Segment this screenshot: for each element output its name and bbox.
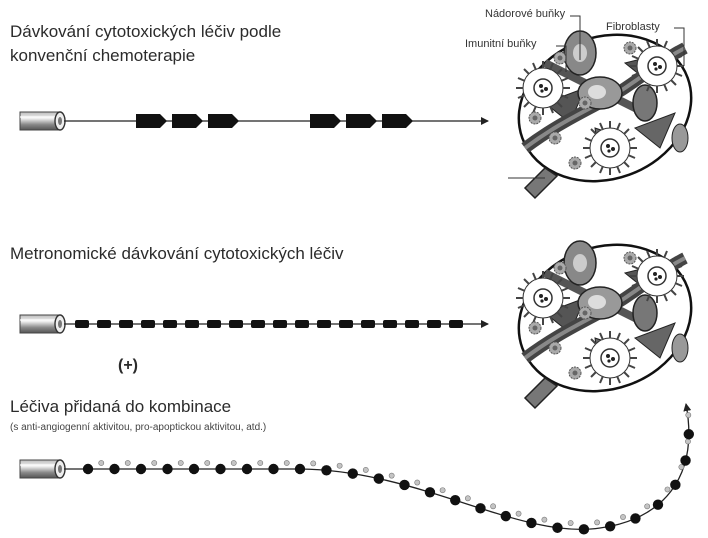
dose-bead xyxy=(579,524,589,534)
additive-drug-dot xyxy=(620,514,625,519)
dose-bead xyxy=(215,464,225,474)
dose-bead xyxy=(684,429,694,439)
additive-drug-dot xyxy=(645,504,650,509)
dose-bead xyxy=(680,455,690,465)
dose-bead xyxy=(242,464,252,474)
additive-drug-dot xyxy=(542,517,547,522)
additive-drug-dot xyxy=(152,460,157,465)
additive-drug-dot xyxy=(679,464,684,469)
tumor-microenvironment-top xyxy=(498,11,708,205)
additive-drug-dot xyxy=(685,439,690,444)
dose-bead xyxy=(268,464,278,474)
dose-bead xyxy=(136,464,146,474)
additive-drug-dot xyxy=(568,520,573,525)
additive-drug-dot xyxy=(363,467,368,472)
dose-bead xyxy=(552,523,562,533)
additive-drug-dot xyxy=(440,488,445,493)
additive-drug-dot xyxy=(516,511,521,516)
dose-bead xyxy=(83,464,93,474)
tumor-microenvironment-bottom xyxy=(498,221,708,415)
additive-drug-dot xyxy=(178,460,183,465)
dose-bead xyxy=(605,521,615,531)
additive-drug-dot xyxy=(594,520,599,525)
additive-drug-dot xyxy=(415,480,420,485)
additive-drug-dot xyxy=(337,463,342,468)
additive-drug-dot xyxy=(231,460,236,465)
dose-bead xyxy=(630,513,640,523)
combination-dosing-row xyxy=(20,404,694,535)
additive-drug-dot xyxy=(125,460,130,465)
additive-drug-dot xyxy=(311,461,316,466)
additive-drug-dot xyxy=(686,412,691,417)
dose-bead xyxy=(321,465,331,475)
dose-bead xyxy=(425,487,435,497)
syringe-icon xyxy=(20,315,65,333)
metronomic-dosing-row xyxy=(20,315,488,333)
additive-drug-dot xyxy=(99,460,104,465)
dose-bead xyxy=(348,468,358,478)
dose-bead xyxy=(670,480,680,490)
dose-bead xyxy=(109,464,119,474)
additive-drug-dot xyxy=(465,496,470,501)
combination-dose-beads xyxy=(83,412,694,534)
additive-drug-dot xyxy=(205,460,210,465)
syringe-icon xyxy=(20,112,65,130)
dose-bead xyxy=(162,464,172,474)
additive-drug-dot xyxy=(284,460,289,465)
dose-bead xyxy=(189,464,199,474)
syringe-icon xyxy=(20,460,65,478)
dose-bead xyxy=(501,511,511,521)
dose-bead xyxy=(374,473,384,483)
dose-bead xyxy=(295,464,305,474)
additive-drug-dot xyxy=(491,504,496,509)
additive-drug-dot xyxy=(665,487,670,492)
conventional-dosing-row xyxy=(20,112,488,130)
additive-drug-dot xyxy=(258,460,263,465)
dose-bead xyxy=(653,499,663,509)
dose-bead xyxy=(526,518,536,528)
dose-bead xyxy=(450,495,460,505)
dose-bead xyxy=(399,480,409,490)
additive-drug-dot xyxy=(389,473,394,478)
dose-bead xyxy=(475,503,485,513)
